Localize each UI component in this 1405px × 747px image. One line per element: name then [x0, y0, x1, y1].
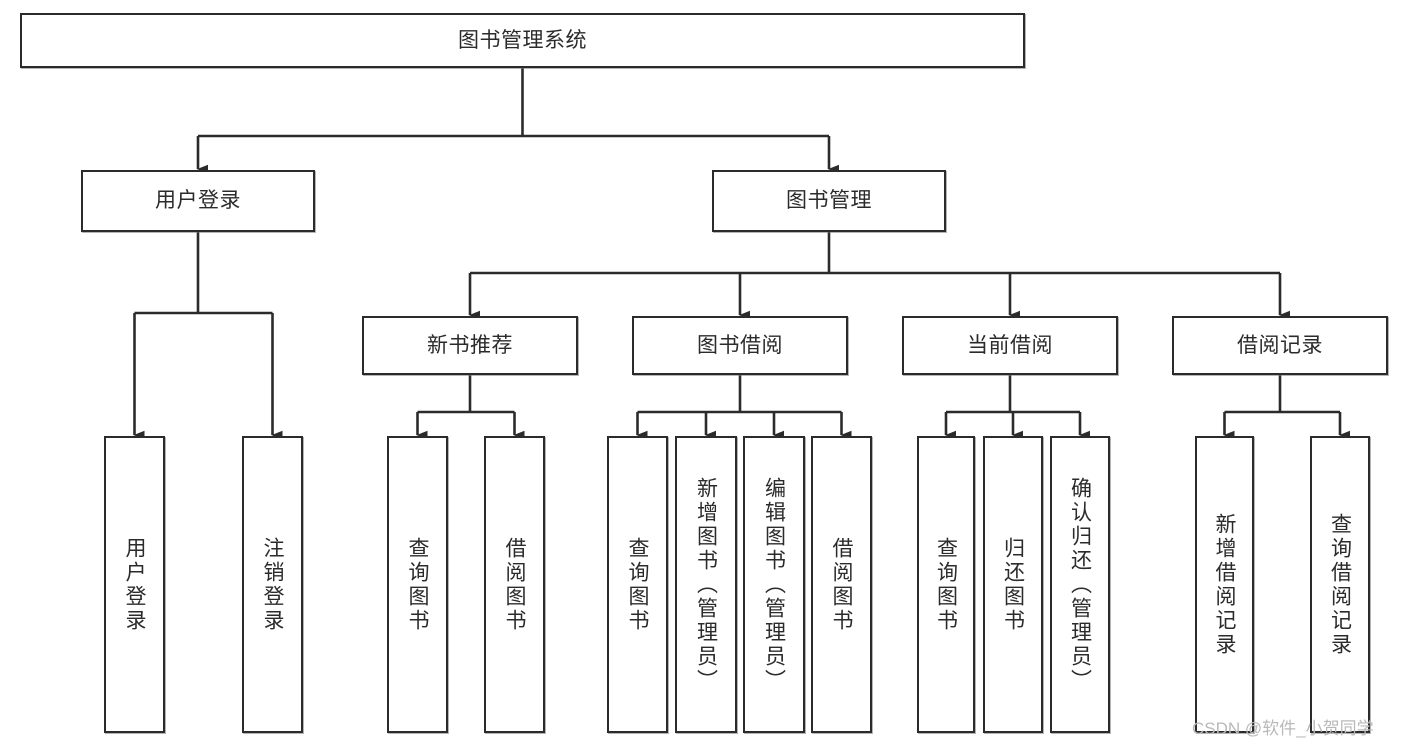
node-label: 查询借阅记录	[1328, 512, 1352, 657]
leaf-node[interactable]: 查询借阅记录	[1310, 436, 1370, 733]
node-label: 借阅记录	[1237, 333, 1323, 357]
node-label: 借阅图书	[503, 536, 526, 633]
leaf-node[interactable]: 注销登录	[242, 436, 303, 733]
node-label: 用户登录	[123, 536, 146, 633]
node-label: 编辑图书（管理员）	[762, 476, 786, 693]
node-label: 图书管理系统	[458, 28, 587, 52]
node-label: 新增借阅记录	[1213, 512, 1236, 657]
node-label: 注销登录	[261, 536, 284, 633]
leaf-node[interactable]: 借阅图书	[484, 436, 545, 733]
node-label: 新增图书（管理员）	[694, 476, 718, 693]
level2-node[interactable]: 图书管理	[712, 170, 946, 232]
node-label: 查询图书	[934, 536, 958, 633]
leaf-node[interactable]: 借阅图书	[811, 436, 872, 733]
node-label: 查询图书	[406, 536, 429, 633]
node-label: 归还图书	[1001, 536, 1025, 633]
node-label: 新书推荐	[427, 333, 513, 357]
node-label: 图书借阅	[697, 333, 783, 357]
leaf-node[interactable]: 查询图书	[607, 436, 668, 733]
level3-node[interactable]: 借阅记录	[1172, 316, 1388, 375]
level3-node[interactable]: 新书推荐	[362, 316, 578, 375]
node-label: 确认归还（管理员）	[1068, 476, 1092, 693]
leaf-node[interactable]: 新增图书（管理员）	[675, 436, 737, 733]
leaf-node[interactable]: 用户登录	[104, 436, 165, 733]
leaf-node[interactable]: 编辑图书（管理员）	[743, 436, 805, 733]
node-label: 当前借阅	[967, 333, 1053, 357]
leaf-node[interactable]: 归还图书	[983, 436, 1043, 733]
leaf-node[interactable]: 新增借阅记录	[1195, 436, 1254, 733]
level3-node[interactable]: 图书借阅	[632, 316, 848, 375]
root-node[interactable]: 图书管理系统	[20, 13, 1025, 68]
node-label: 图书管理	[786, 189, 872, 213]
leaf-node[interactable]: 查询图书	[387, 436, 448, 733]
leaf-node[interactable]: 查询图书	[917, 436, 975, 733]
level2-node[interactable]: 用户登录	[81, 170, 315, 232]
level3-node[interactable]: 当前借阅	[902, 316, 1118, 375]
node-label: 查询图书	[626, 536, 649, 633]
node-label: 用户登录	[155, 189, 241, 213]
node-label: 借阅图书	[830, 536, 853, 633]
leaf-node[interactable]: 确认归还（管理员）	[1050, 436, 1110, 733]
